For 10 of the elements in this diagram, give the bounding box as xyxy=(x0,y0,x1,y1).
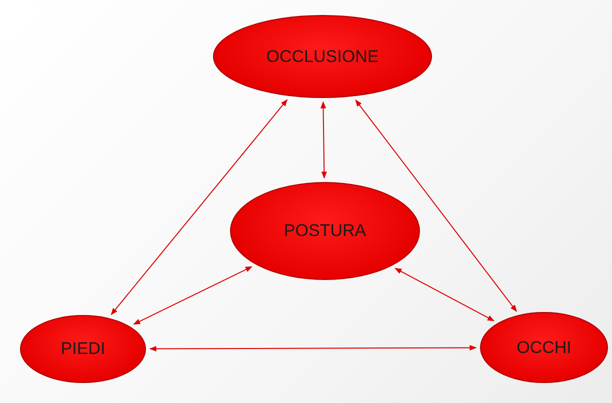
node-label: OCCHI xyxy=(516,338,572,358)
node-label: POSTURA xyxy=(284,221,366,241)
double-arrow xyxy=(133,266,252,325)
double-arrow xyxy=(355,99,517,312)
double-arrow xyxy=(394,268,494,322)
node-label: PIEDI xyxy=(60,339,106,359)
node-label: OCCLUSIONE xyxy=(266,46,379,66)
double-arrow xyxy=(320,101,327,179)
double-arrow xyxy=(149,344,477,352)
double-arrow xyxy=(110,99,288,316)
